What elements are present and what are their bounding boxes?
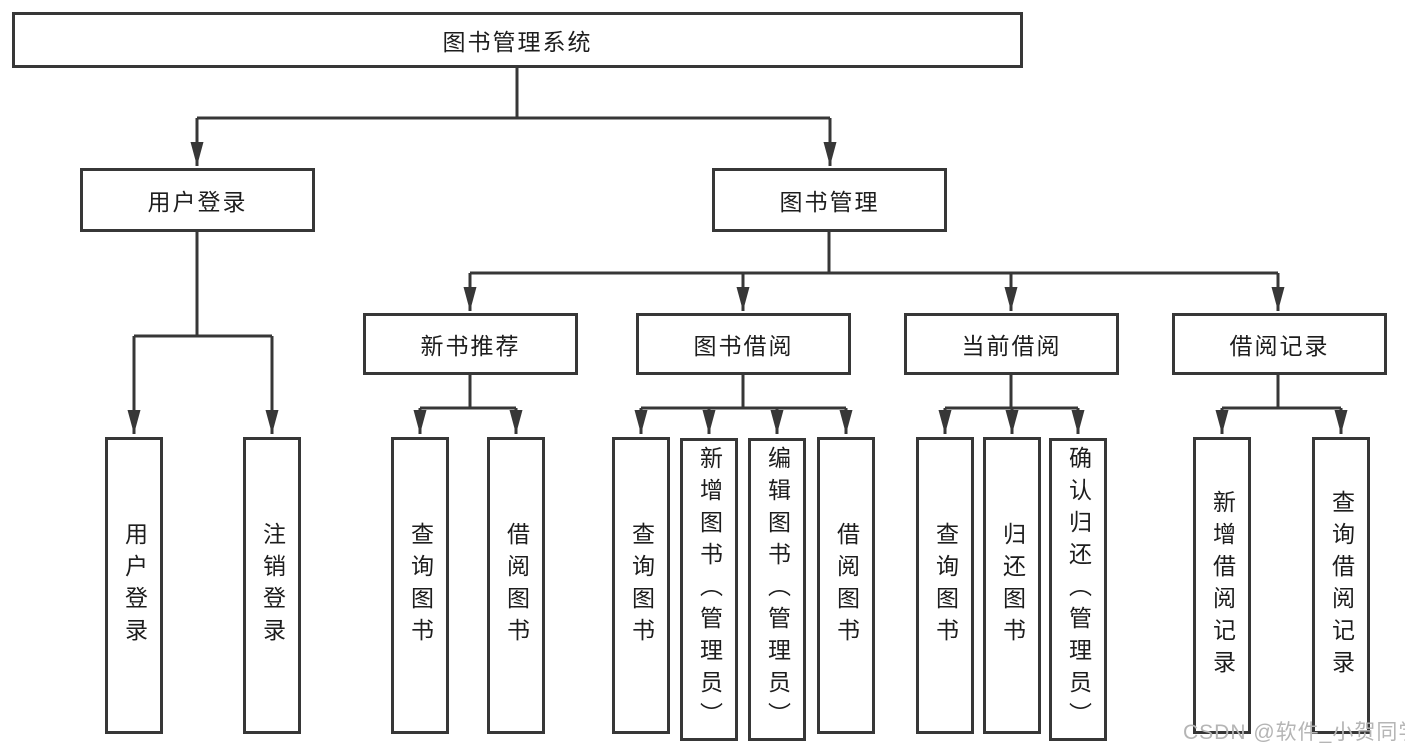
- leaf-nbr-borrow-books-label: 借阅图书: [503, 521, 530, 650]
- node-library-system-label: 图书管理系统: [442, 29, 593, 55]
- leaf-br-query-borrow-record-label: 查询借阅记录: [1328, 489, 1355, 682]
- node-book-borrow-label: 图书借阅: [693, 333, 794, 359]
- node-book-mgmt: 图书管理: [712, 168, 947, 232]
- leaf-bb-add-book-admin: 新增图书（管理员）: [680, 438, 738, 741]
- leaf-bb-edit-book-admin: 编辑图书（管理员）: [748, 438, 806, 741]
- leaf-nbr-query-books: 查询图书: [391, 437, 449, 734]
- csdn-watermark: CSDN @软件_小贺同学: [1183, 721, 1405, 744]
- leaf-bb-edit-book-admin-label: 编辑图书（管理员）: [764, 445, 791, 734]
- leaf-cb-confirm-return-admin-label: 确认归还（管理员）: [1065, 445, 1092, 734]
- leaf-br-add-borrow-record-label: 新增借阅记录: [1209, 489, 1236, 682]
- leaf-bb-add-book-admin-label: 新增图书（管理员）: [696, 445, 723, 734]
- leaf-cb-query-books-label: 查询图书: [932, 521, 959, 650]
- leaf-bb-borrow-books: 借阅图书: [817, 437, 875, 734]
- connector-book-mgmt-children: [463, 232, 1285, 311]
- leaf-user-login: 用户登录: [105, 437, 163, 734]
- node-book-borrow: 图书借阅: [636, 313, 851, 375]
- leaf-bb-query-books-label: 查询图书: [628, 521, 655, 650]
- node-current-borrow-label: 当前借阅: [961, 333, 1062, 359]
- connector-user-login-children: [127, 232, 279, 434]
- leaf-nbr-query-books-label: 查询图书: [407, 521, 434, 650]
- node-user-login-label: 用户登录: [147, 189, 248, 215]
- node-borrow-records-label: 借阅记录: [1229, 333, 1330, 359]
- connector-new-book-rec-children: [413, 375, 523, 434]
- leaf-cb-return-books-label: 归还图书: [999, 521, 1026, 650]
- node-user-login: 用户登录: [80, 168, 315, 232]
- node-new-book-rec: 新书推荐: [363, 313, 578, 375]
- leaf-bb-query-books: 查询图书: [612, 437, 670, 734]
- leaf-br-add-borrow-record: 新增借阅记录: [1193, 437, 1251, 734]
- node-current-borrow: 当前借阅: [904, 313, 1119, 375]
- leaf-cb-return-books: 归还图书: [983, 437, 1041, 734]
- connector-book-borrow-children: [634, 375, 853, 434]
- connector-borrow-records-children: [1215, 375, 1348, 434]
- leaf-nbr-borrow-books: 借阅图书: [487, 437, 545, 734]
- leaf-cb-confirm-return-admin: 确认归还（管理员）: [1049, 438, 1107, 741]
- leaf-br-query-borrow-record: 查询借阅记录: [1312, 437, 1370, 734]
- node-library-system: 图书管理系统: [12, 12, 1023, 68]
- leaf-bb-borrow-books-label: 借阅图书: [833, 521, 860, 650]
- leaf-logout-label: 注销登录: [259, 521, 286, 650]
- connector-current-borrow-children: [938, 375, 1085, 434]
- leaf-user-login-label: 用户登录: [121, 521, 148, 650]
- node-borrow-records: 借阅记录: [1172, 313, 1387, 375]
- leaf-logout: 注销登录: [243, 437, 301, 734]
- leaf-cb-query-books: 查询图书: [916, 437, 974, 734]
- node-book-mgmt-label: 图书管理: [779, 189, 880, 215]
- connector-root-to-level2: [190, 68, 837, 166]
- node-new-book-rec-label: 新书推荐: [420, 333, 521, 359]
